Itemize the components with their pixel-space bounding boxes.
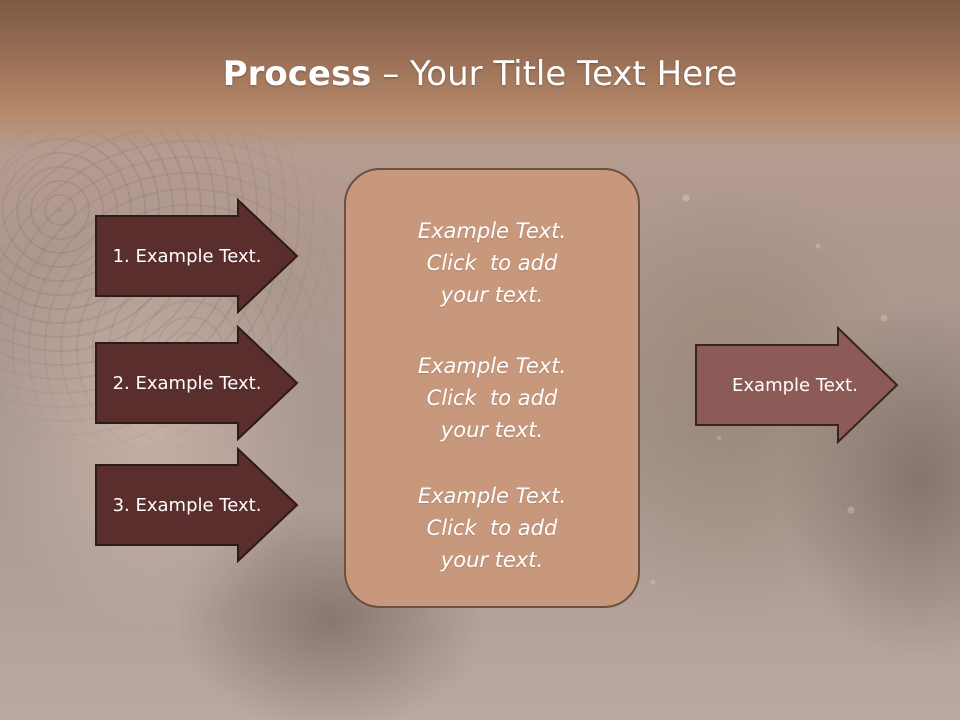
block-line: Example Text. — [417, 354, 567, 378]
block-line: Example Text. — [417, 219, 567, 243]
block-line: Example Text. — [417, 484, 567, 508]
center-text-block-2[interactable]: Example Text. Click to add your text. — [346, 350, 638, 446]
step-arrow-1[interactable]: 1. Example Text. — [95, 198, 299, 314]
block-line: your text. — [440, 418, 544, 442]
title-rest: – Your Title Text Here — [371, 54, 738, 94]
title-band — [0, 0, 960, 150]
block-line: Click to add — [426, 251, 558, 275]
step-label-2: 2. Example Text. — [112, 372, 262, 394]
block-line: your text. — [440, 283, 544, 307]
output-arrow[interactable]: Example Text. — [695, 326, 899, 444]
output-label: Example Text. — [732, 374, 858, 396]
slide-title[interactable]: Process – Your Title Text Here — [0, 52, 960, 96]
arrow-shape-icon — [95, 325, 299, 441]
center-text-block-1[interactable]: Example Text. Click to add your text. — [346, 215, 638, 311]
block-line: Click to add — [426, 516, 558, 540]
step-label-3: 3. Example Text. — [112, 494, 262, 516]
center-text-block-3[interactable]: Example Text. Click to add your text. — [346, 480, 638, 576]
block-line: your text. — [440, 548, 544, 572]
step-arrow-2[interactable]: 2. Example Text. — [95, 325, 299, 441]
center-text-box[interactable]: Example Text. Click to add your text. Ex… — [344, 168, 640, 608]
title-bold: Process — [222, 54, 372, 94]
block-line: Click to add — [426, 386, 558, 410]
arrow-shape-icon — [95, 447, 299, 563]
step-label-1: 1. Example Text. — [112, 245, 262, 267]
arrow-shape-icon — [695, 326, 899, 444]
step-arrow-3[interactable]: 3. Example Text. — [95, 447, 299, 563]
arrow-shape-icon — [95, 198, 299, 314]
